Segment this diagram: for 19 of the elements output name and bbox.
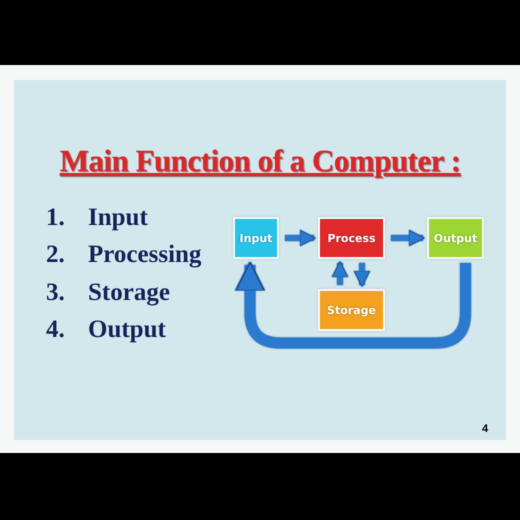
list-number: 2.	[46, 241, 65, 269]
process-box: Process	[318, 217, 385, 259]
list-item: Output	[88, 316, 166, 344]
arrow	[391, 230, 426, 246]
arrow	[332, 260, 348, 285]
list-number: 4.	[46, 316, 65, 344]
arrow	[285, 230, 316, 246]
page-number: 4	[482, 423, 488, 435]
process-box: Storage	[318, 289, 385, 331]
list-number: 1.	[46, 204, 65, 232]
list-item: Storage	[88, 279, 170, 307]
list-item: Processing	[88, 241, 202, 269]
arrow	[354, 263, 370, 288]
arrow	[234, 261, 471, 348]
list-number: 3.	[46, 279, 65, 307]
list-item: Input	[88, 204, 148, 232]
process-box: Input	[233, 217, 279, 259]
process-box: Output	[427, 217, 484, 259]
slide-title: Main Function of a Computer :	[58, 143, 462, 179]
